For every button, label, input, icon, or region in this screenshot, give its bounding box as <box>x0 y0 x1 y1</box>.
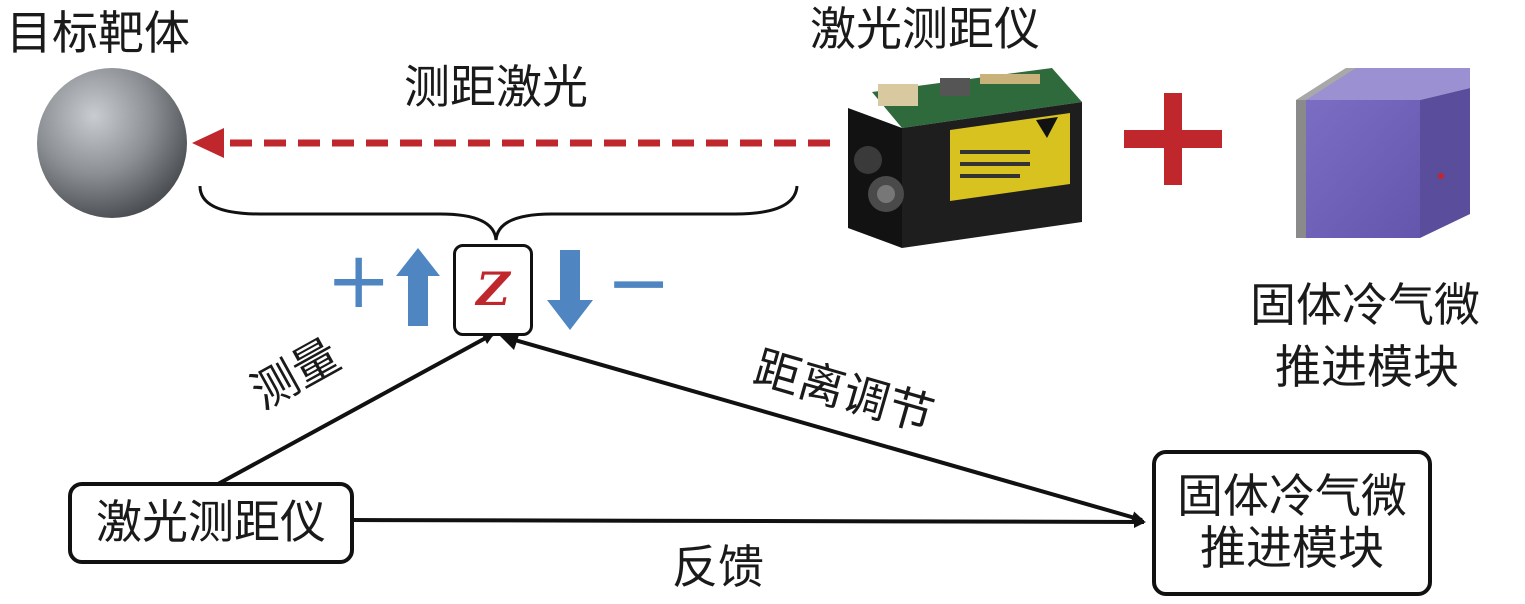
plus-label: + <box>326 236 392 326</box>
up-arrow-icon <box>396 248 440 326</box>
minus-label: − <box>606 238 672 328</box>
ranging-laser-label: 测距激光 <box>404 60 588 114</box>
target-sphere-icon <box>37 68 187 218</box>
measure-arrow <box>217 332 495 486</box>
down-arrow-icon <box>547 250 593 330</box>
plus-sign-icon <box>1124 93 1222 185</box>
rangefinder-box: 激光测距仪 <box>68 482 354 564</box>
feedback-label: 反馈 <box>672 540 764 594</box>
thruster-module-label-line1: 固体冷气微 <box>1250 278 1480 332</box>
thruster-cube-icon <box>1296 68 1470 238</box>
target-label: 目标靶体 <box>6 6 190 60</box>
z-axis-letter: Z <box>476 262 510 317</box>
thruster-box: 固体冷气微 推进模块 <box>1152 450 1432 596</box>
thruster-module-label-line2: 推进模块 <box>1275 340 1459 394</box>
rangefinder-device-label: 激光测距仪 <box>810 2 1040 56</box>
thruster-box-label-line2: 推进模块 <box>1200 521 1384 575</box>
z-axis-box: Z <box>453 244 533 336</box>
distance-adjust-arrow <box>507 336 1144 524</box>
laser-rangefinder-device-icon <box>848 68 1082 248</box>
feedback-arrow <box>351 515 1146 528</box>
ranging-laser-arrowhead <box>192 128 224 158</box>
distance-adjust-arrowhead-top <box>500 332 520 350</box>
thruster-box-label-line1: 固体冷气微 <box>1177 469 1407 524</box>
distance-brace <box>198 185 799 241</box>
rangefinder-box-label: 激光测距仪 <box>96 495 326 550</box>
